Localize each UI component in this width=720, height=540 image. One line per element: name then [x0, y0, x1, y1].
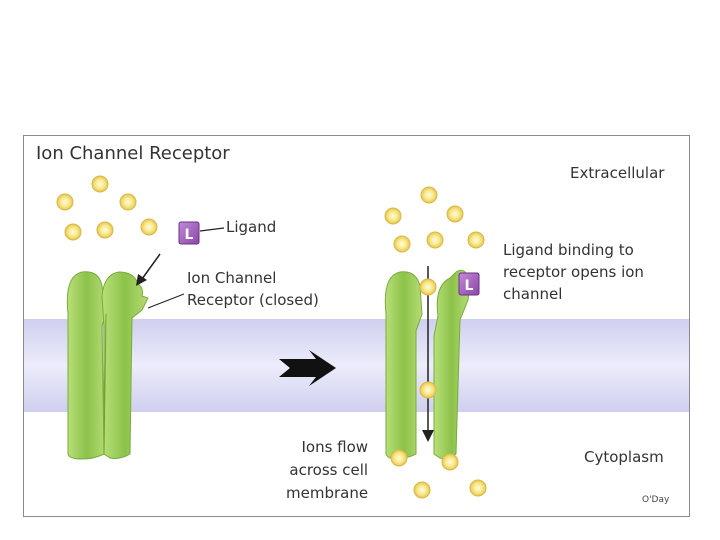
ion	[469, 479, 487, 497]
ion-channel-diagram: L L Ion Channel Receptor Extracellular C…	[23, 135, 690, 517]
binding-site-arrow	[141, 253, 161, 280]
diagram-title: Ion Channel Receptor	[36, 143, 230, 164]
cell-membrane	[24, 319, 689, 412]
ligand-free: L	[178, 221, 200, 245]
ion	[56, 193, 74, 211]
ion	[384, 207, 402, 225]
ligand-symbol: L	[185, 227, 194, 243]
ion	[140, 218, 158, 236]
ion	[467, 231, 485, 249]
ion	[426, 231, 444, 249]
ion	[119, 193, 137, 211]
label-cytoplasm: Cytoplasm	[584, 448, 664, 466]
ligand-bound: L	[458, 272, 480, 296]
ligand-symbol: L	[465, 278, 474, 294]
ion	[96, 221, 114, 239]
ion	[64, 223, 82, 241]
ion-flow-arrowhead	[422, 430, 434, 442]
diagram-canvas: L L	[24, 175, 689, 499]
ion-in-channel	[419, 381, 437, 399]
ion	[91, 175, 109, 193]
transition-arrow	[279, 350, 336, 386]
receptor-label-line	[147, 293, 185, 309]
ion	[390, 449, 408, 467]
ions-extracellular-left	[56, 175, 158, 241]
label-ions-flow: Ions flow across cell membrane	[286, 438, 369, 502]
label-receptor-closed: Ion Channel Receptor (closed)	[187, 269, 319, 309]
receptor-closed	[66, 271, 149, 460]
ions-extracellular-right	[384, 186, 485, 253]
ion	[420, 186, 438, 204]
ion	[441, 453, 459, 471]
binding-site-arrowhead	[136, 274, 147, 286]
ion-in-channel	[419, 278, 437, 296]
label-ligand: Ligand	[226, 218, 277, 236]
ion	[446, 205, 464, 223]
ion	[393, 235, 411, 253]
ligand-pointer-line	[199, 227, 225, 232]
ion	[413, 481, 431, 499]
label-ligand-binding: Ligand binding to receptor opens ion cha…	[503, 241, 644, 303]
ions-cytoplasm	[390, 449, 487, 499]
label-extracellular: Extracellular	[570, 164, 665, 182]
credit-signature: O'Day	[642, 495, 670, 505]
